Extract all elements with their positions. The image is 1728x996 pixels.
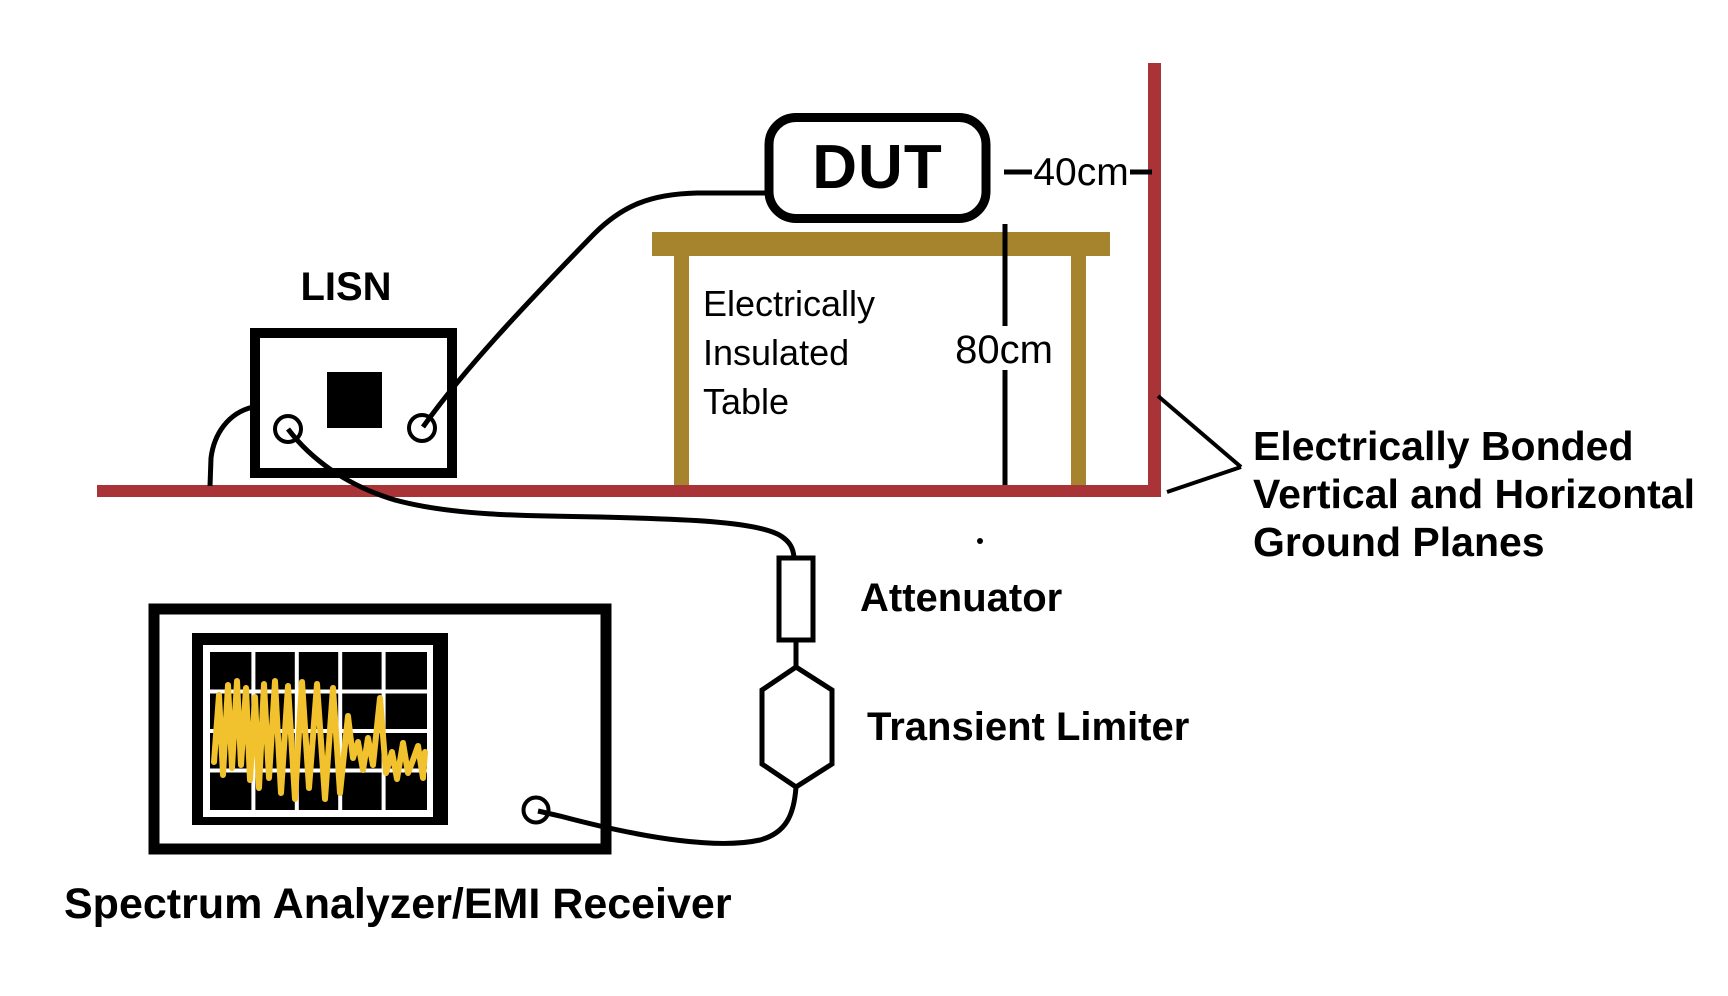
ground-planes-label-line2: Vertical and Horizontal: [1253, 471, 1695, 517]
spectrum-analyzer-label: Spectrum Analyzer/EMI Receiver: [64, 880, 732, 928]
ground-planes-label-line3: Ground Planes: [1253, 519, 1545, 565]
horizontal-ground-plane: [97, 485, 1161, 497]
dut-box: [764, 113, 991, 223]
table-top: [652, 232, 1110, 256]
transient-limiter-label: Transient Limiter: [867, 705, 1190, 749]
lisn-label: LISN: [300, 265, 392, 309]
waveform-trace: [211, 678, 428, 802]
dut-label: DUT: [812, 133, 943, 202]
analyzer-port: [521, 795, 551, 825]
lisn-display-square: [327, 372, 382, 428]
cable-lisn-to-attenuator: [286, 427, 797, 558]
callout-line-upper: [1156, 394, 1243, 469]
ground-planes-label: Electrically Bonded Vertical and Horizon…: [1253, 422, 1695, 566]
dimension-40cm-label: 40cm: [1033, 151, 1129, 194]
insulated-table-label: Electrically Insulated Table: [703, 279, 875, 426]
vertical-ground-plane: [1148, 63, 1161, 497]
attenuator-symbol: [776, 555, 816, 643]
stray-dot: [977, 538, 983, 544]
dimension-80cm-label: 80cm: [955, 328, 1053, 372]
lisn-box: [250, 328, 457, 478]
cable-limiter-to-analyzer: [537, 786, 799, 846]
ground-planes-label-line1: Electrically Bonded: [1253, 423, 1634, 469]
lisn-port-right: [407, 413, 437, 443]
insulated-table-label-line1: Electrically: [703, 283, 876, 324]
table-leg-right: [1071, 256, 1086, 485]
lisn-port-left: [273, 414, 303, 444]
transient-limiter-symbol: [759, 664, 835, 790]
attenuator-label: Attenuator: [860, 576, 1063, 620]
cable-lisn-to-ground: [207, 404, 254, 487]
table-leg-left: [674, 256, 689, 485]
insulated-table-label-line3: Table: [703, 381, 790, 422]
insulated-table-label-line2: Insulated: [703, 332, 850, 373]
cable-dut-to-lisn: [420, 190, 769, 429]
callout-line-lower: [1166, 465, 1242, 494]
